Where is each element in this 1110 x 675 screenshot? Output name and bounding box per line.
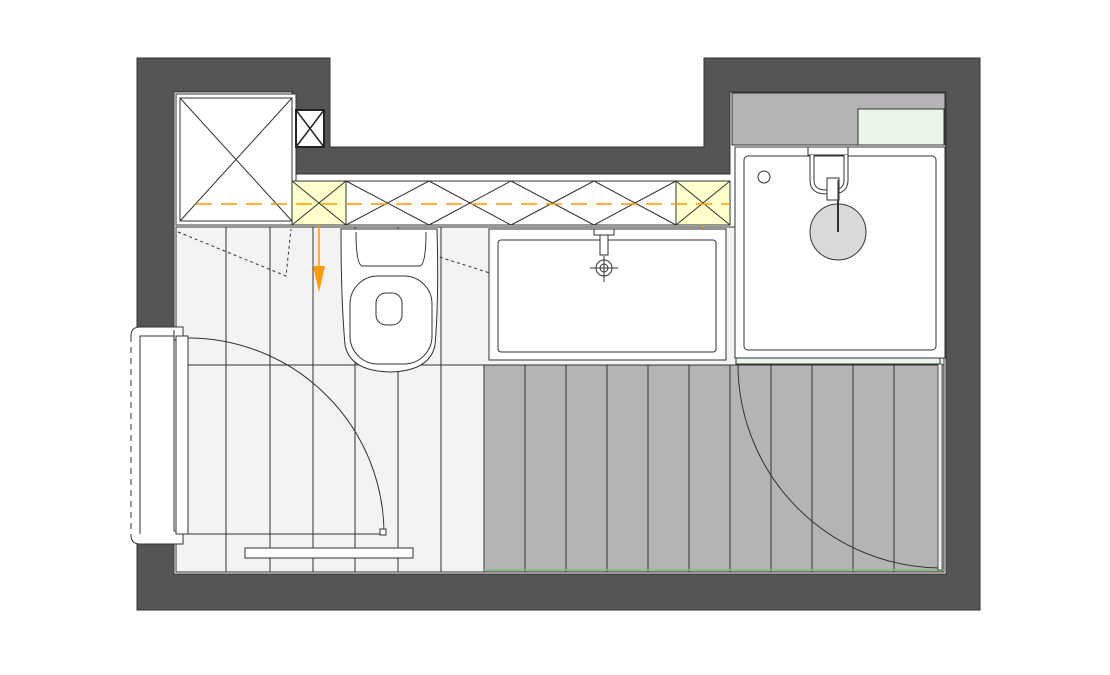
wall-hung-toilet [340,228,439,373]
entrance-door [175,335,387,536]
floor-planks-dark [524,365,895,572]
towel-bar [244,547,414,559]
shower-mixer [807,146,849,201]
water-supply-arrow-left [313,226,325,292]
shaft-box [175,93,297,226]
shower-drain [757,170,771,184]
shower-glass-side [937,363,943,571]
cabinet-door-swing-left [177,228,292,277]
vent-box [295,109,325,148]
washbasin [488,228,727,361]
window [130,326,184,545]
shower-door-swing [737,363,941,569]
overhead-cabinet-row [176,180,731,228]
shower-glass-door [735,357,941,365]
rain-shower-head [809,180,867,261]
floor-dark-zone [483,364,945,573]
shower-ledge [731,92,946,146]
entrance-door-swing [187,337,385,535]
